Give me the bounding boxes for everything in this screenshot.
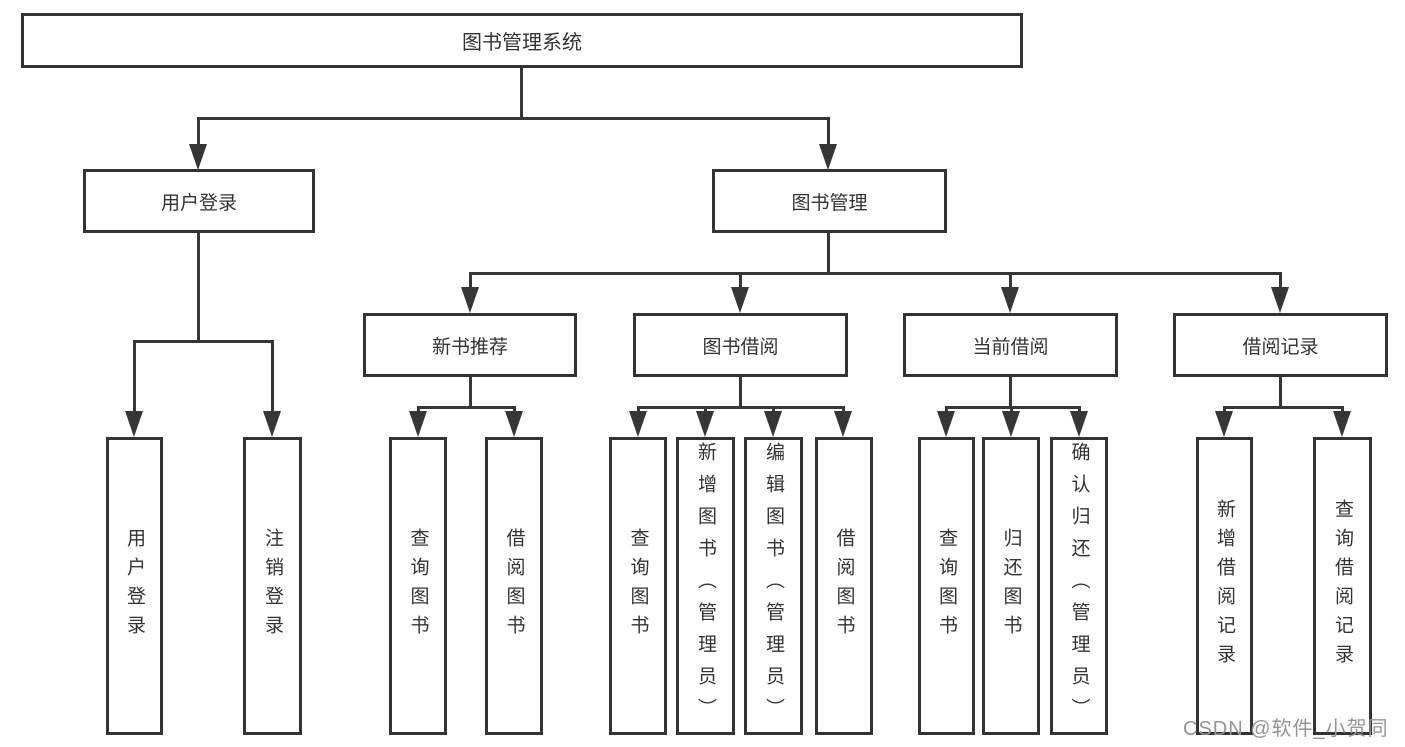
node-book-borrowing: 图书借阅 xyxy=(633,313,848,377)
connector-drop-br-query xyxy=(1341,406,1344,411)
node-current-borrowing-label: 当前借阅 xyxy=(972,336,1049,358)
connector-drop-book-borrow xyxy=(739,272,742,287)
arrow-down-bb-borrow xyxy=(834,411,852,437)
arrow-down-cb-confirm xyxy=(1070,411,1088,437)
leaf-query-books-newbook: 查询图书 xyxy=(389,437,447,735)
arrow-down-borrow-records xyxy=(1271,287,1289,313)
connector-drop-current-borrow xyxy=(1009,272,1012,287)
leaf-return-books: 归还图书 xyxy=(982,437,1040,735)
leaf-borrow-books-borrowing: 借阅图书 xyxy=(815,437,873,735)
leaf-logout-login: 注销登录 xyxy=(243,437,302,735)
leaf-return-books-label: 归还图书 xyxy=(1000,528,1022,644)
connector-drop-bb-borrow xyxy=(842,406,845,411)
connector-drop-bb-query xyxy=(637,406,640,411)
leaf-add-borrow-record-label: 新增借阅记录 xyxy=(1214,499,1235,673)
arrow-down-cb-return xyxy=(1002,411,1020,437)
arrow-down-br-query xyxy=(1333,411,1351,437)
connector-drop-br-add xyxy=(1223,406,1226,411)
connector-drop-cb-query xyxy=(945,406,948,411)
connector-drop-new-book-rec xyxy=(469,272,472,287)
connector-drop-leaf-user-login xyxy=(133,340,136,411)
connector-drop-leaf-logout xyxy=(271,340,274,411)
leaf-edit-books-admin: 编辑图书（管理员） xyxy=(744,437,803,735)
leaf-confirm-return-admin: 确认归还（管理员） xyxy=(1050,437,1108,735)
arrow-down-bb-query xyxy=(629,411,647,437)
connector-drop-user-login xyxy=(197,117,200,144)
connector-user-login-stem xyxy=(197,233,200,340)
connector-root-branch xyxy=(197,117,830,120)
arrow-down-nb-query xyxy=(409,411,427,437)
arrow-down-user-login xyxy=(189,144,207,170)
connector-drop-bb-edit xyxy=(772,406,775,411)
arrow-down-cb-query xyxy=(937,411,955,437)
leaf-query-borrow-record: 查询借阅记录 xyxy=(1313,437,1372,735)
arrow-down-book-borrow xyxy=(731,287,749,313)
connector-drop-nb-borrow xyxy=(513,406,516,411)
node-borrowing-records-label: 借阅记录 xyxy=(1242,336,1319,358)
arrow-down-nb-borrow xyxy=(505,411,523,437)
leaf-borrow-books-borrowing-label: 借阅图书 xyxy=(833,528,855,644)
arrow-down-new-book-rec xyxy=(461,287,479,313)
connector-borrow-records-stem xyxy=(1279,377,1282,406)
connector-book-mgmt-stem xyxy=(827,233,830,272)
connector-drop-cb-return xyxy=(1010,406,1013,411)
leaf-query-books-newbook-label: 查询图书 xyxy=(407,528,429,644)
connector-book-borrow-stem xyxy=(739,377,742,406)
node-borrowing-records: 借阅记录 xyxy=(1173,313,1388,377)
leaf-query-books-current-label: 查询图书 xyxy=(936,528,957,644)
node-new-book-recommend-label: 新书推荐 xyxy=(431,336,508,358)
leaf-logout-login-label: 注销登录 xyxy=(262,528,283,644)
connector-current-borrow-stem xyxy=(1009,377,1012,406)
node-user-login-label: 用户登录 xyxy=(160,192,237,214)
leaf-add-borrow-record: 新增借阅记录 xyxy=(1196,437,1253,735)
leaf-user-login-label: 用户登录 xyxy=(124,528,145,644)
connector-borrow-records-branch xyxy=(1223,406,1344,409)
arrow-down-leaf-logout xyxy=(263,411,281,437)
connector-new-book-rec-stem xyxy=(469,377,472,406)
connector-book-borrow-branch xyxy=(637,406,845,409)
node-book-management: 图书管理 xyxy=(712,169,947,233)
leaf-add-books-admin: 新增图书（管理员） xyxy=(676,437,735,735)
arrow-down-leaf-user-login xyxy=(125,411,143,437)
leaf-add-books-admin-label: 新增图书（管理员） xyxy=(695,442,716,730)
leaf-user-login: 用户登录 xyxy=(106,437,163,735)
csdn-watermark: CSDN @软件_小贺同学 xyxy=(1183,718,1389,740)
connector-drop-borrow-records xyxy=(1279,272,1282,287)
leaf-borrow-books-newbook: 借阅图书 xyxy=(485,437,543,735)
leaf-confirm-return-admin-label: 确认归还（管理员） xyxy=(1068,442,1090,730)
connector-drop-cb-confirm xyxy=(1078,406,1081,411)
leaf-borrow-books-newbook-label: 借阅图书 xyxy=(503,528,525,644)
leaf-query-books-borrowing-label: 查询图书 xyxy=(627,528,649,644)
leaf-query-books-borrowing: 查询图书 xyxy=(609,437,667,735)
leaf-query-books-current: 查询图书 xyxy=(918,437,975,735)
node-current-borrowing: 当前借阅 xyxy=(903,313,1118,377)
arrow-down-br-add xyxy=(1215,411,1233,437)
connector-book-mgmt-branch xyxy=(469,272,1282,275)
connector-user-login-branch xyxy=(133,340,273,343)
connector-new-book-rec-branch xyxy=(417,406,516,409)
connector-root-stem xyxy=(520,68,523,117)
node-root-label: 图书管理系统 xyxy=(462,32,582,54)
arrow-down-current-borrow xyxy=(1001,287,1019,313)
leaf-query-borrow-record-label: 查询借阅记录 xyxy=(1332,499,1353,673)
node-root: 图书管理系统 xyxy=(21,13,1023,68)
node-new-book-recommend: 新书推荐 xyxy=(363,313,577,377)
connector-drop-nb-query xyxy=(417,406,420,411)
node-book-management-label: 图书管理 xyxy=(791,192,868,214)
leaf-edit-books-admin-label: 编辑图书（管理员） xyxy=(763,442,784,730)
node-book-borrowing-label: 图书借阅 xyxy=(702,336,779,358)
arrow-down-bb-edit xyxy=(764,411,782,437)
connector-drop-bb-add xyxy=(704,406,707,411)
arrow-down-book-mgmt xyxy=(819,144,837,170)
connector-drop-book-mgmt xyxy=(827,117,830,144)
arrow-down-bb-add xyxy=(696,411,714,437)
node-user-login: 用户登录 xyxy=(83,169,315,233)
